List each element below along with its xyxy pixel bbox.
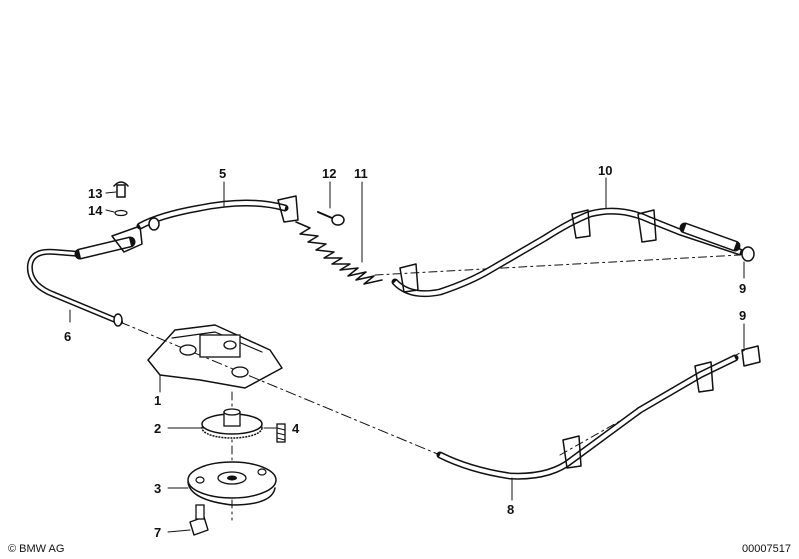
label-10: 10 (598, 163, 612, 178)
cable-8 (436, 345, 761, 480)
label-2: 2 (154, 421, 161, 436)
upper-axis-line (374, 254, 741, 276)
gear-2 (201, 408, 263, 439)
leader-lines (69, 177, 745, 533)
label-11: 11 (354, 166, 368, 181)
label-6: 6 (64, 329, 71, 344)
label-13: 13 (88, 186, 102, 201)
end-cap-9-upper (741, 246, 755, 262)
drive-housing-1 (147, 324, 283, 389)
screw-12 (317, 211, 345, 226)
end-cap-9-lower (741, 345, 761, 367)
bolt-13 (116, 184, 126, 198)
washer-14 (114, 209, 128, 217)
center-axis-line (119, 321, 441, 456)
label-3: 3 (154, 481, 161, 496)
bracket-14 (111, 181, 143, 253)
cable-5 (136, 195, 299, 231)
copyright-text: © BMW AG (8, 543, 65, 555)
base-plate-3 (187, 461, 277, 506)
label-14: 14 (88, 203, 103, 218)
screw-4 (276, 423, 286, 443)
label-4: 4 (292, 421, 300, 436)
label-5: 5 (219, 166, 226, 181)
label-9-lower: 9 (739, 308, 746, 323)
label-1: 1 (154, 393, 161, 408)
cable-6 (26, 236, 136, 327)
label-9-upper: 9 (739, 281, 746, 296)
cable-10 (391, 207, 755, 298)
label-7: 7 (154, 525, 161, 540)
diagram-reference-number: 00007517 (742, 543, 791, 555)
spring-11 (295, 221, 383, 285)
label-12: 12 (322, 166, 336, 181)
label-8: 8 (507, 502, 514, 517)
bolt-7 (189, 504, 209, 536)
